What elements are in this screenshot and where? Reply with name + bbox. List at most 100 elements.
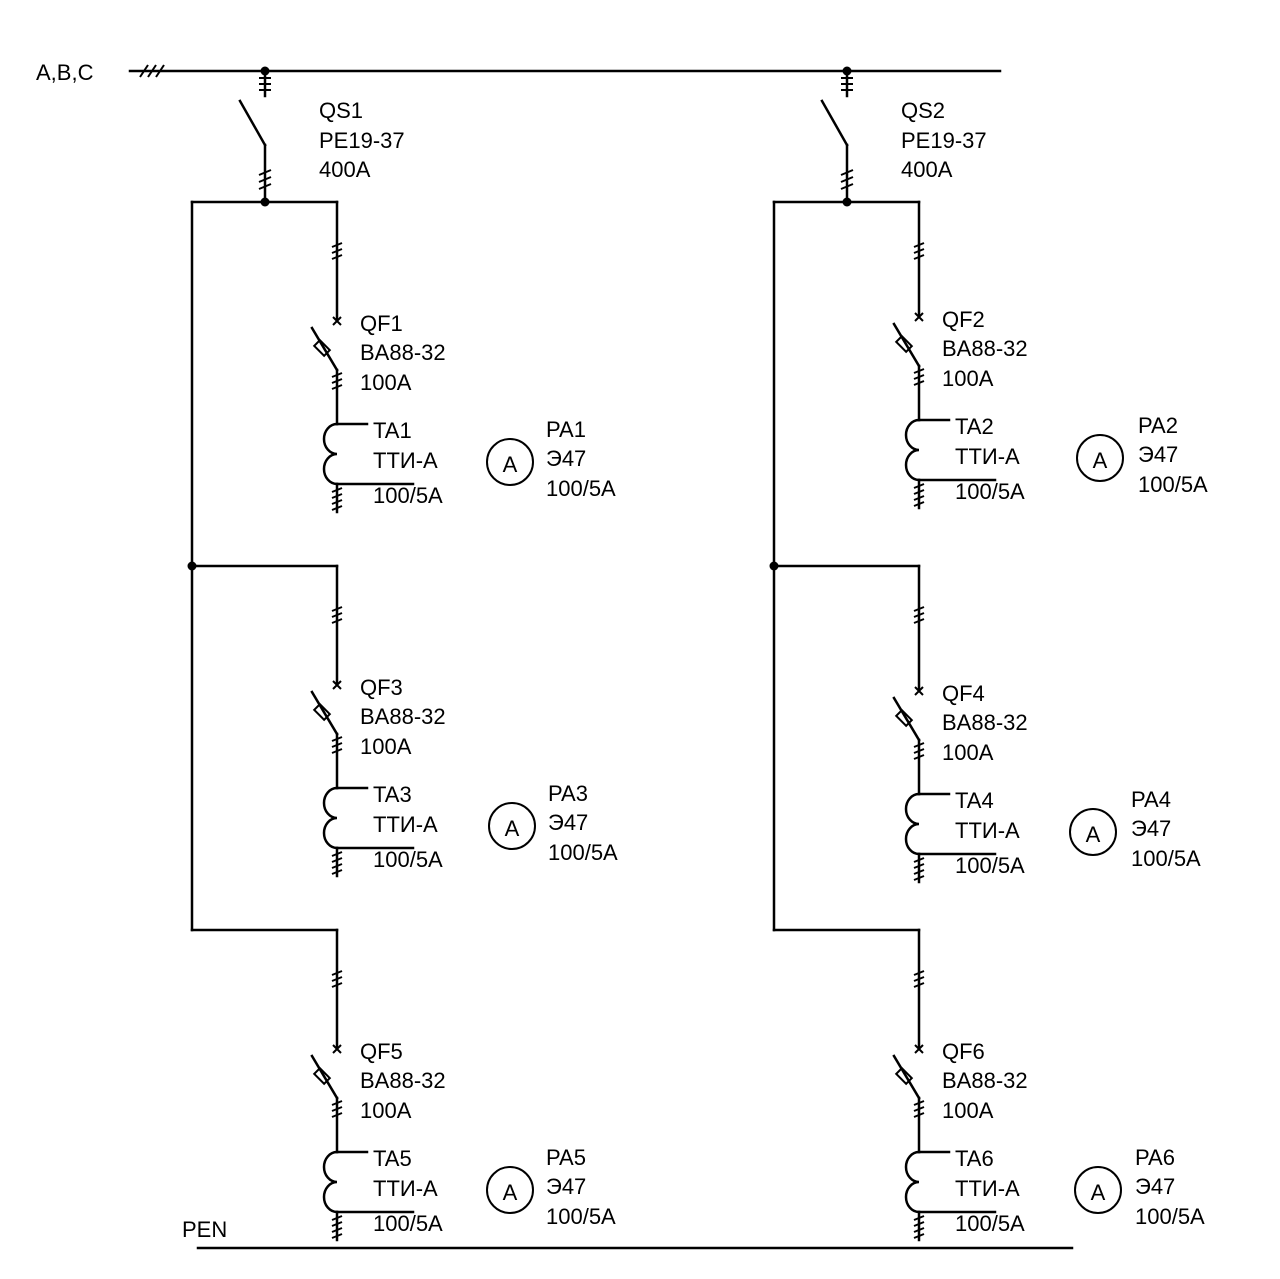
ct-id: TA4 — [955, 788, 994, 813]
breaker-rating: 100A — [360, 370, 412, 395]
ct-type: ТТИ-А — [955, 818, 1020, 843]
ammeter-glyph: A — [503, 1180, 518, 1205]
ct-type: ТТИ-А — [373, 812, 438, 837]
pen-bus: PEN — [182, 1217, 1074, 1250]
breaker-rating: 100A — [360, 734, 412, 759]
switch-rating: 400A — [319, 157, 371, 182]
breaker-type: BA88-32 — [942, 1068, 1028, 1093]
ct-type: ТТИ-А — [373, 1176, 438, 1201]
switch-qs2-symbol — [820, 77, 854, 190]
ammeter-glyph: A — [503, 452, 518, 477]
switch-id: QS2 — [901, 98, 945, 123]
ct-id: TA1 — [373, 418, 412, 443]
three-phase-ticks — [139, 64, 165, 78]
meter-ratio: 100/5A — [546, 476, 616, 501]
meter-type: Э47 — [1131, 816, 1171, 841]
breaker-symbol — [892, 200, 925, 422]
breaker-id: QF4 — [942, 681, 985, 706]
ammeter-glyph: A — [1091, 1180, 1106, 1205]
switch-type: PE19-37 — [901, 128, 987, 153]
breaker-id: QF3 — [360, 675, 403, 700]
current-transformer-symbol — [322, 422, 415, 514]
ammeter-symbol: A — [488, 802, 536, 850]
breaker-rating: 100A — [942, 740, 994, 765]
ct-ratio: 100/5A — [373, 1211, 443, 1236]
current-transformer-symbol — [904, 792, 997, 884]
ct-id: TA6 — [955, 1146, 994, 1171]
meter-ratio: 100/5A — [1138, 472, 1208, 497]
ct-id: TA2 — [955, 414, 994, 439]
breaker-symbol — [310, 200, 343, 426]
ammeter-glyph: A — [1086, 822, 1101, 847]
ct-ratio: 100/5A — [955, 479, 1025, 504]
breaker-id: QF1 — [360, 311, 403, 336]
switch-type: PE19-37 — [319, 128, 405, 153]
breaker-id: QF5 — [360, 1039, 403, 1064]
ct-type: ТТИ-А — [955, 1176, 1020, 1201]
ct-ratio: 100/5A — [955, 1211, 1025, 1236]
meter-ratio: 100/5A — [1135, 1204, 1205, 1229]
supply-label: A,B,C — [36, 60, 94, 85]
breaker-type: BA88-32 — [360, 340, 446, 365]
current-transformer-symbol — [322, 786, 415, 878]
feeder-2: AQF2BA88-32100ATA2ТТИ-А100/5APA2Э47100/5… — [892, 200, 1208, 510]
meter-id: PA2 — [1138, 413, 1178, 438]
meter-ratio: 100/5A — [546, 1204, 616, 1229]
ct-ratio: 100/5A — [373, 847, 443, 872]
breaker-rating: 100A — [942, 366, 994, 391]
breaker-symbol — [892, 564, 925, 796]
meter-id: PA5 — [546, 1145, 586, 1170]
breaker-rating: 100A — [942, 1098, 994, 1123]
pen-label: PEN — [182, 1217, 227, 1242]
meter-id: PA4 — [1131, 787, 1171, 812]
meter-type: Э47 — [1138, 442, 1178, 467]
ct-id: TA5 — [373, 1146, 412, 1171]
switch-qs1-label: QS1 PE19-37 400A — [319, 98, 405, 182]
current-transformer-symbol — [904, 1150, 997, 1242]
breaker-symbol — [892, 928, 925, 1154]
ct-ratio: 100/5A — [373, 483, 443, 508]
meter-type: Э47 — [546, 446, 586, 471]
breaker-id: QF2 — [942, 307, 985, 332]
breaker-id: QF6 — [942, 1039, 985, 1064]
breaker-symbol — [310, 564, 343, 790]
current-transformer-symbol — [904, 418, 997, 510]
meter-id: PA3 — [548, 781, 588, 806]
ammeter-symbol: A — [486, 1166, 534, 1214]
current-transformer-symbol — [322, 1150, 415, 1242]
meter-id: PA6 — [1135, 1145, 1175, 1170]
feeder-4: AQF4BA88-32100ATA4ТТИ-А100/5APA4Э47100/5… — [892, 564, 1201, 884]
ammeter-symbol: A — [1074, 1166, 1122, 1214]
meter-ratio: 100/5A — [548, 840, 618, 865]
ct-id: TA3 — [373, 782, 412, 807]
switch-qs1-symbol — [238, 77, 272, 190]
meter-id: PA1 — [546, 417, 586, 442]
switch-rating: 400A — [901, 157, 953, 182]
ammeter-glyph: A — [505, 816, 520, 841]
junction-dots — [187, 66, 852, 571]
ct-type: ТТИ-А — [373, 448, 438, 473]
breaker-type: BA88-32 — [360, 1068, 446, 1093]
ct-ratio: 100/5A — [955, 853, 1025, 878]
supply-bus: A,B,C — [36, 60, 1002, 85]
meter-type: Э47 — [548, 810, 588, 835]
ammeter-symbol: A — [1076, 434, 1124, 482]
switch-qs2-label: QS2 PE19-37 400A — [901, 98, 987, 182]
breaker-symbol — [310, 928, 343, 1154]
breaker-type: BA88-32 — [360, 704, 446, 729]
ammeter-glyph: A — [1093, 448, 1108, 473]
breaker-type: BA88-32 — [942, 336, 1028, 361]
ammeter-symbol: A — [486, 438, 534, 486]
ammeter-symbol: A — [1069, 808, 1117, 856]
breaker-rating: 100A — [360, 1098, 412, 1123]
meter-type: Э47 — [1135, 1174, 1175, 1199]
meter-type: Э47 — [546, 1174, 586, 1199]
meter-ratio: 100/5A — [1131, 846, 1201, 871]
switch-id: QS1 — [319, 98, 363, 123]
